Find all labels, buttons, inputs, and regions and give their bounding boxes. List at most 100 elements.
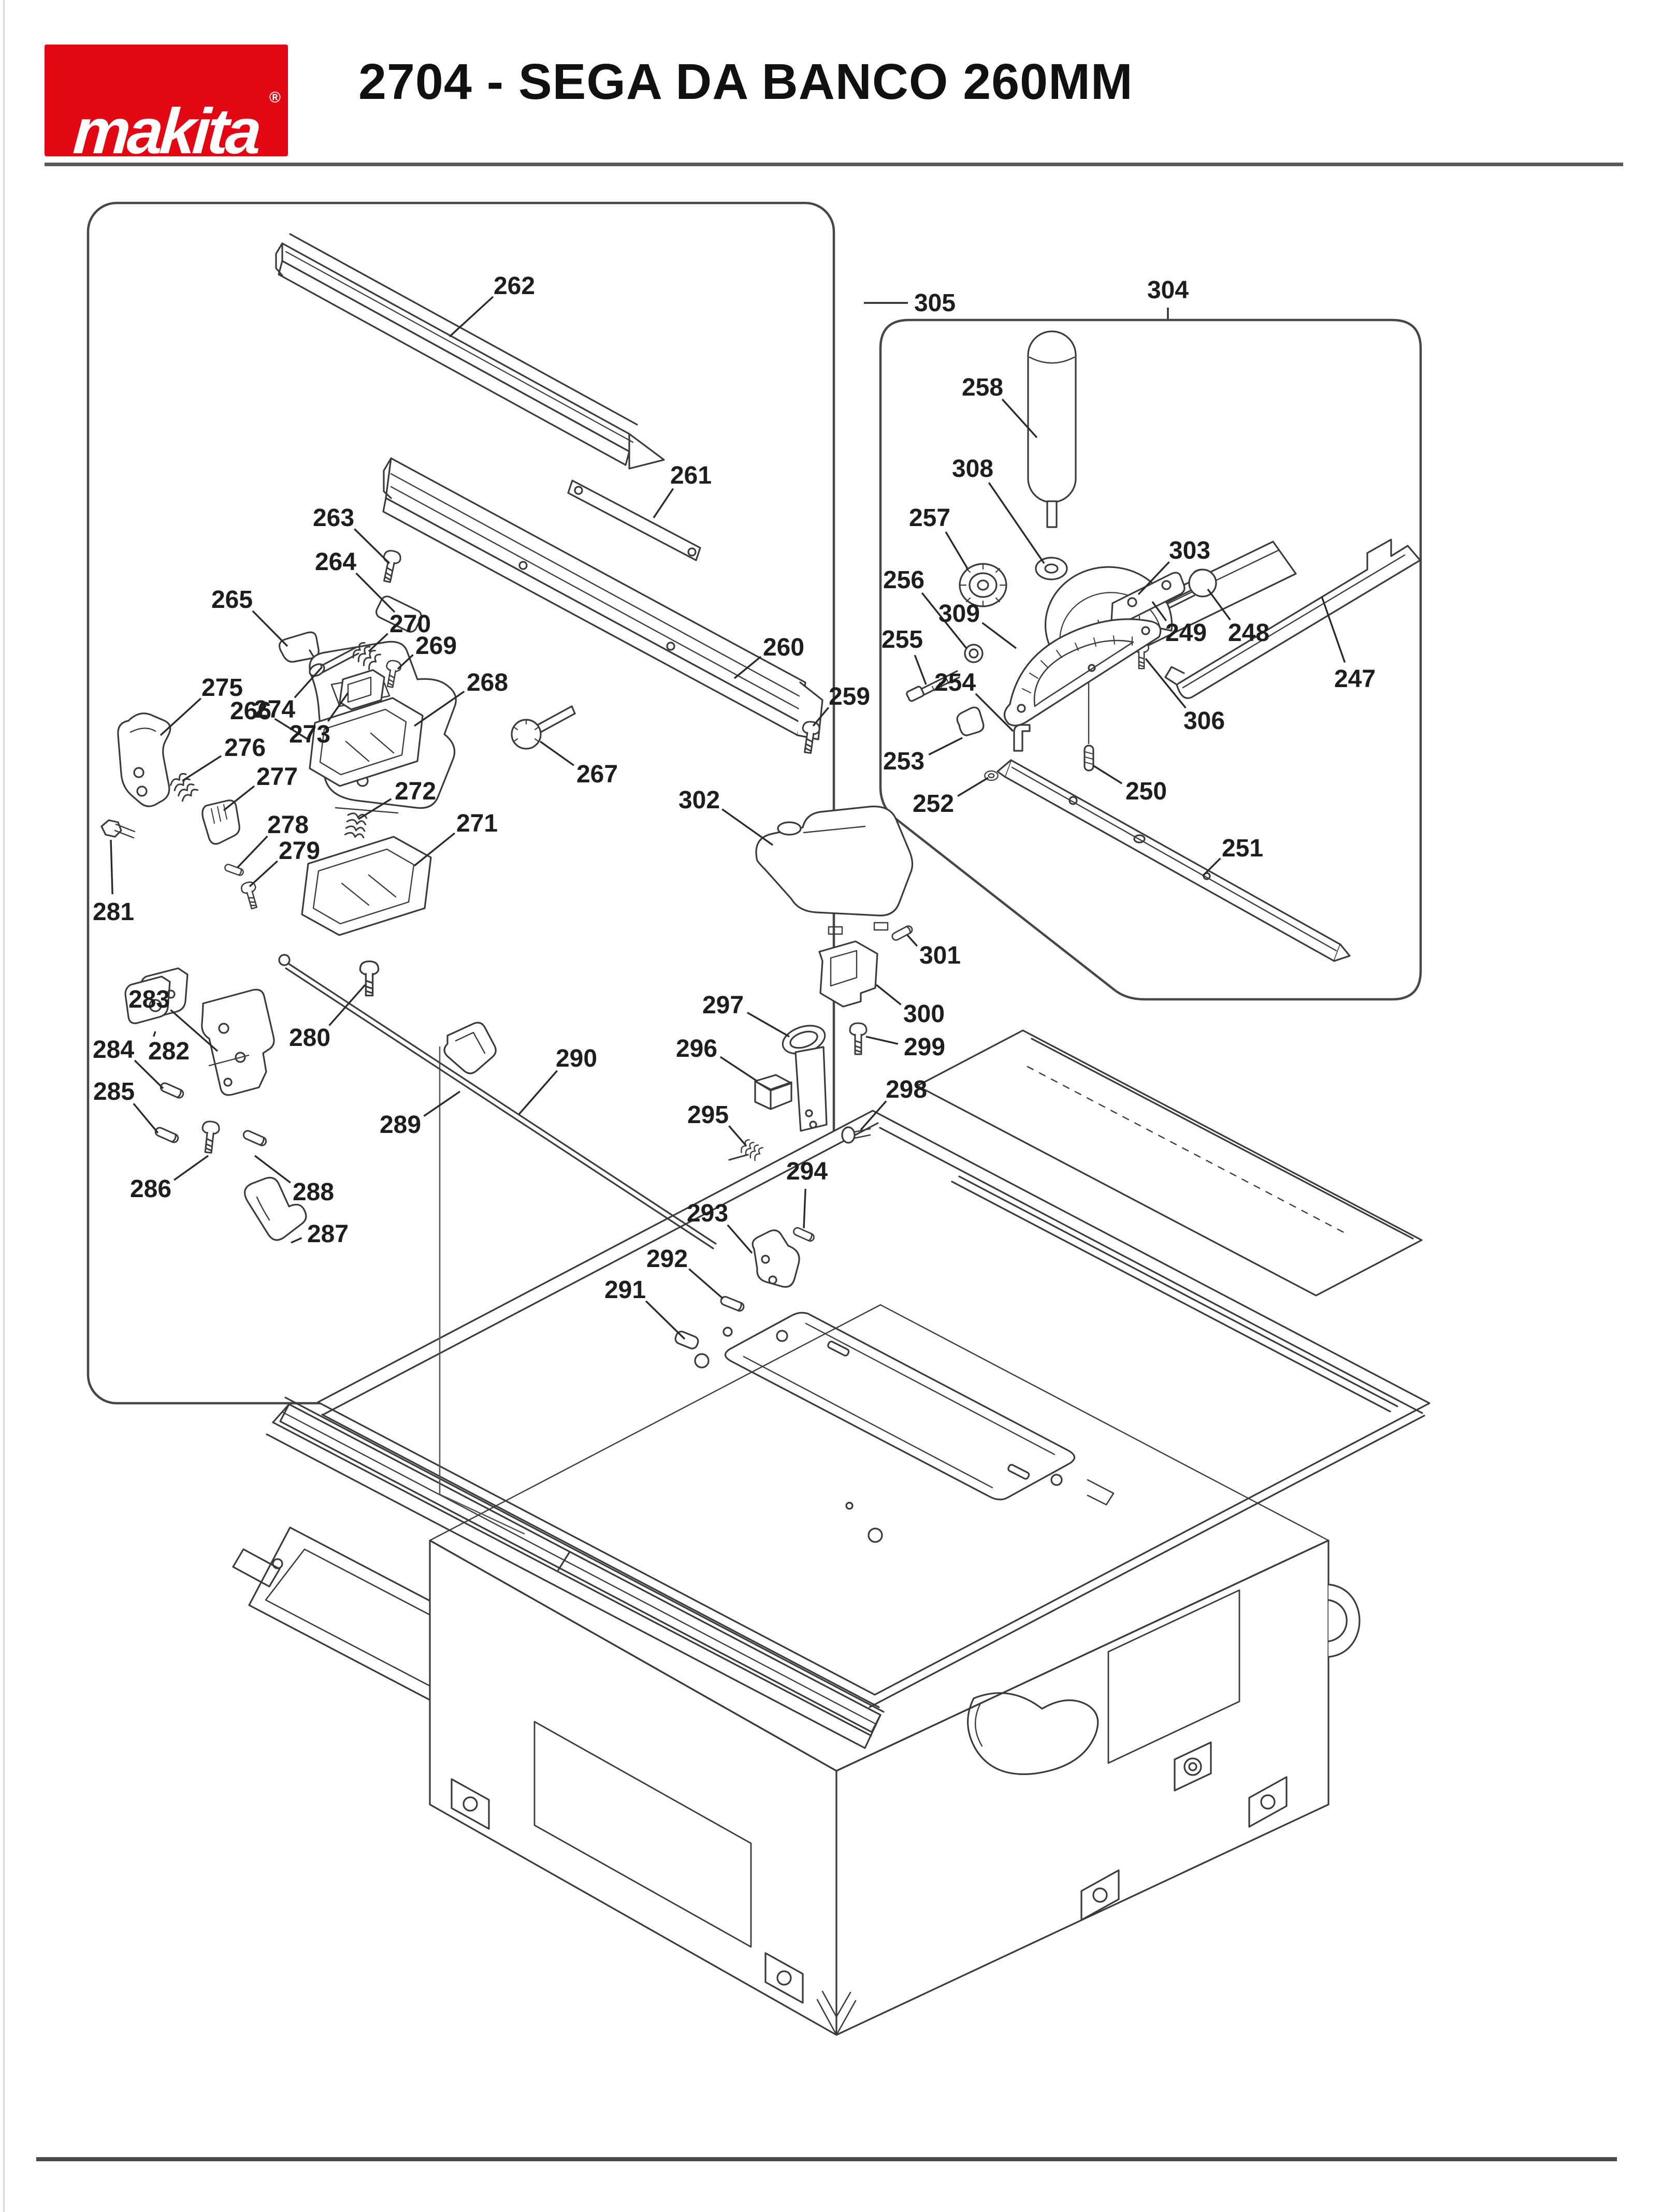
part-label-283: 283: [128, 986, 170, 1013]
leader-line-303: [1137, 561, 1170, 595]
part-label-275: 275: [201, 674, 243, 702]
leader-line-298: [860, 1100, 887, 1131]
part-label-294: 294: [786, 1158, 828, 1185]
leader-line-256: [921, 592, 967, 649]
leader-line-296: [719, 1056, 758, 1082]
part-label-284: 284: [93, 1036, 134, 1064]
part-label-265: 265: [211, 586, 253, 614]
part-label-249: 249: [1165, 619, 1207, 647]
part-label-293: 293: [687, 1200, 728, 1227]
part-label-273: 273: [289, 721, 330, 748]
leader-line-281: [110, 839, 113, 895]
part-label-258: 258: [962, 374, 1003, 401]
leader-line-276: [182, 755, 222, 782]
header-divider: [45, 163, 1623, 166]
part-label-302: 302: [678, 787, 720, 814]
part-label-306: 306: [1183, 707, 1225, 735]
leader-line-263: [354, 528, 391, 564]
leader-line-286: [174, 1155, 209, 1181]
throat-insert: [724, 1312, 1076, 1501]
part-label-279: 279: [279, 837, 320, 865]
miter-set-parts: [906, 330, 1421, 962]
part-label-303: 303: [1169, 537, 1210, 564]
part-label-296: 296: [676, 1035, 717, 1063]
leader-line-293: [727, 1224, 753, 1254]
leader-line-271: [413, 832, 456, 867]
leader-line-247: [1321, 596, 1346, 663]
page-edge-line: [3, 0, 5, 2212]
part-label-269: 269: [415, 632, 457, 660]
part-label-272: 272: [395, 778, 436, 805]
part-label-270: 270: [389, 610, 431, 638]
leader-line-294: [803, 1188, 806, 1229]
part-label-271: 271: [456, 810, 498, 837]
part-label-292: 292: [646, 1245, 688, 1273]
part-label-253: 253: [883, 748, 924, 775]
leader-line-266: [274, 718, 310, 741]
part-label-250: 250: [1125, 778, 1167, 805]
right-wing: [916, 1029, 1423, 1297]
leader-line-308: [988, 482, 1045, 564]
guard-set-parts: [100, 233, 915, 1349]
leader-line-284: [134, 1059, 164, 1089]
leader-line-248: [1207, 588, 1231, 621]
part-label-281: 281: [93, 898, 134, 926]
leader-line-277: [223, 785, 255, 811]
part-label-252: 252: [913, 790, 954, 818]
leader-line-262: [449, 296, 494, 338]
makita-logo: makita ®: [45, 45, 288, 156]
part-label-308: 308: [952, 455, 993, 483]
page-title: 2704 - SEGA DA BANCO 260MM: [358, 53, 1133, 110]
footer-divider: [36, 2157, 1617, 2161]
part-label-297: 297: [702, 992, 744, 1019]
part-label-295: 295: [687, 1101, 729, 1129]
handle-hole: [967, 1692, 1099, 1776]
part-label-285: 285: [93, 1078, 135, 1105]
leader-line-258: [1001, 398, 1038, 439]
leader-line-268: [414, 691, 465, 727]
part-label-299: 299: [904, 1034, 945, 1061]
part-label-298: 298: [886, 1076, 927, 1103]
leader-line-255: [914, 654, 927, 685]
leader-line-257: [945, 531, 969, 569]
part-label-256: 256: [883, 566, 924, 594]
part-label-268: 268: [467, 669, 508, 696]
leader-line-290: [518, 1070, 558, 1115]
leader-line-274: [294, 666, 323, 698]
part-label-257: 257: [909, 504, 950, 532]
leader-line-261: [653, 488, 674, 518]
part-label-255: 255: [881, 626, 923, 653]
leader-line-306: [1145, 658, 1187, 709]
part-label-301: 301: [919, 942, 961, 969]
part-label-261: 261: [670, 462, 712, 489]
leader-line-269: [397, 654, 414, 670]
part-label-288: 288: [293, 1178, 334, 1206]
leader-line-250: [1092, 764, 1123, 784]
leader-line-291: [645, 1300, 686, 1340]
leader-line-267: [540, 740, 574, 766]
part-label-266: 266: [230, 697, 271, 725]
part-label-286: 286: [130, 1175, 171, 1203]
part-label-278: 278: [267, 811, 309, 839]
leader-line-287: [291, 1237, 302, 1244]
part-label-287: 287: [307, 1220, 349, 1248]
leader-line-264: [355, 572, 396, 613]
leader-line-252: [957, 777, 989, 797]
part-label-280: 280: [289, 1024, 330, 1052]
leader-line-270: [368, 633, 388, 652]
leader-line-299: [865, 1036, 899, 1045]
leader-line-289: [423, 1090, 460, 1117]
leader-line-278: [236, 835, 268, 869]
part-label-260: 260: [763, 634, 804, 661]
part-label-274: 274: [254, 696, 295, 723]
part-label-264: 264: [315, 548, 356, 576]
part-label-276: 276: [224, 734, 266, 762]
leader-line-285: [133, 1103, 159, 1134]
leader-line-288: [254, 1155, 291, 1184]
part-label-254: 254: [934, 669, 976, 696]
registered-mark: ®: [269, 89, 281, 106]
leader-line-280: [328, 984, 366, 1026]
leader-line-259: [812, 707, 829, 727]
